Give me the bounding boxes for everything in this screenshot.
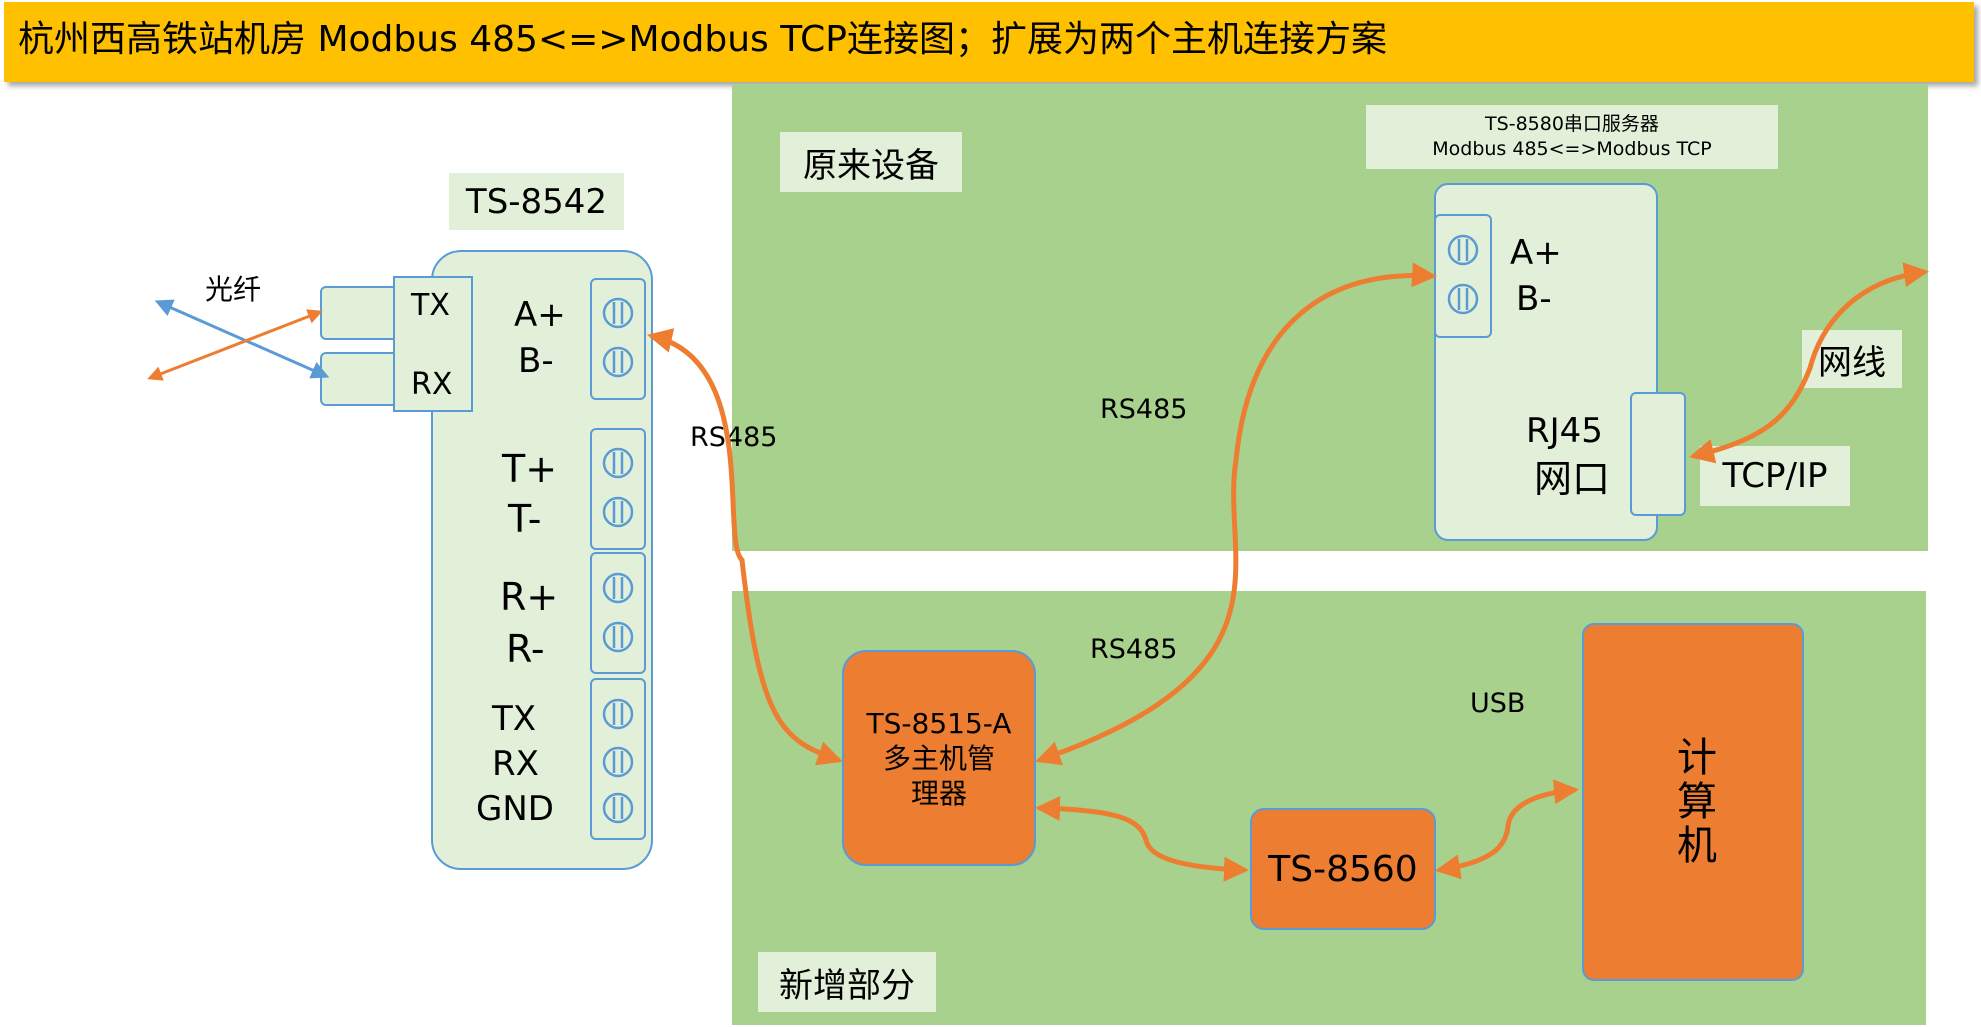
screw-icon bbox=[602, 792, 634, 824]
screw-icon bbox=[602, 621, 634, 653]
new-part-label-text: 新增部分 bbox=[779, 965, 915, 1006]
ts8542-b-minus: B- bbox=[518, 341, 554, 381]
fiber-rx-label: RX bbox=[411, 367, 453, 402]
screw-icon bbox=[1447, 234, 1479, 266]
ts8542-tx: TX bbox=[492, 699, 537, 739]
ts8542-name: TS-8542 bbox=[465, 181, 608, 222]
fiber-tx-label: TX bbox=[411, 288, 450, 323]
screw-icon bbox=[602, 447, 634, 479]
screw-icon bbox=[602, 698, 634, 730]
ts8515a-line2: 多主机管 bbox=[882, 741, 995, 775]
screw-icon bbox=[602, 746, 634, 778]
ts8542-r-minus: R- bbox=[506, 627, 545, 671]
ts8515a-line1: TS-8515-A bbox=[866, 706, 1012, 740]
ts8542-rx: RX bbox=[492, 744, 539, 784]
ts8542-terminal-group-serial bbox=[590, 678, 646, 840]
ts8580-terminal-group-ab bbox=[1434, 214, 1492, 338]
label-original-equipment: 原来设备 bbox=[780, 132, 962, 192]
ts8560-device: TS-8560 bbox=[1250, 808, 1436, 930]
rj45-port bbox=[1630, 392, 1686, 516]
ts8542-a-plus: A+ bbox=[514, 295, 566, 335]
ts8580-caption: TS-8580串口服务器 Modbus 485<=>Modbus TCP bbox=[1366, 105, 1778, 169]
ts8515a-device: TS-8515-A 多主机管 理器 bbox=[842, 650, 1036, 866]
ts8580-port-label: 网口 bbox=[1534, 457, 1611, 501]
fiber-line-orange bbox=[147, 309, 323, 381]
usb-label: USB bbox=[1470, 688, 1526, 719]
ts8542-t-plus: T+ bbox=[502, 447, 558, 491]
computer-name: 计算机 bbox=[1670, 736, 1716, 868]
ts8580-rj45-label: RJ45 bbox=[1526, 411, 1603, 451]
ts8580-screws bbox=[1447, 234, 1479, 315]
diagram-title: 杭州西高铁站机房 Modbus 485<=>Modbus TCP连接图；扩展为两… bbox=[18, 19, 1387, 60]
screw-icon bbox=[602, 572, 634, 604]
ts8542-r-plus: R+ bbox=[500, 575, 559, 619]
ts8542-name-label: TS-8542 bbox=[449, 173, 624, 230]
ts8580-b-minus: B- bbox=[1516, 279, 1552, 319]
label-new-part: 新增部分 bbox=[758, 952, 936, 1012]
link-ts8515-ts8560 bbox=[1035, 796, 1249, 882]
ts8542-screws bbox=[602, 297, 634, 824]
ts8542-terminal-group-r bbox=[590, 552, 646, 674]
fiber-port-block bbox=[393, 276, 473, 412]
ts8542-gnd: GND bbox=[476, 789, 554, 829]
ts8515a-line3: 理器 bbox=[910, 776, 967, 810]
title-bar bbox=[4, 2, 1974, 82]
computer-device: 计算机 bbox=[1582, 623, 1804, 981]
rs485-link-ts8515-ts8580 bbox=[1035, 262, 1437, 766]
screw-icon bbox=[1447, 283, 1479, 315]
original-label-text: 原来设备 bbox=[803, 145, 939, 186]
usb-link-ts8560-computer bbox=[1435, 779, 1579, 880]
ts8542-t-minus: T- bbox=[508, 497, 542, 541]
fiber-label: 光纤 bbox=[205, 273, 262, 306]
network-cable-link bbox=[1689, 262, 1929, 464]
ts8580-caption-line1: TS-8580串口服务器 bbox=[1485, 113, 1659, 135]
rs485-link-ts8542-ts8515 bbox=[647, 328, 843, 766]
screw-icon bbox=[602, 496, 634, 528]
ts8580-caption-line2: Modbus 485<=>Modbus TCP bbox=[1432, 138, 1712, 160]
ts8580-a-plus: A+ bbox=[1510, 233, 1562, 273]
ts8560-name: TS-8560 bbox=[1268, 848, 1418, 890]
screw-icon bbox=[602, 297, 634, 329]
screw-icon bbox=[602, 346, 634, 378]
